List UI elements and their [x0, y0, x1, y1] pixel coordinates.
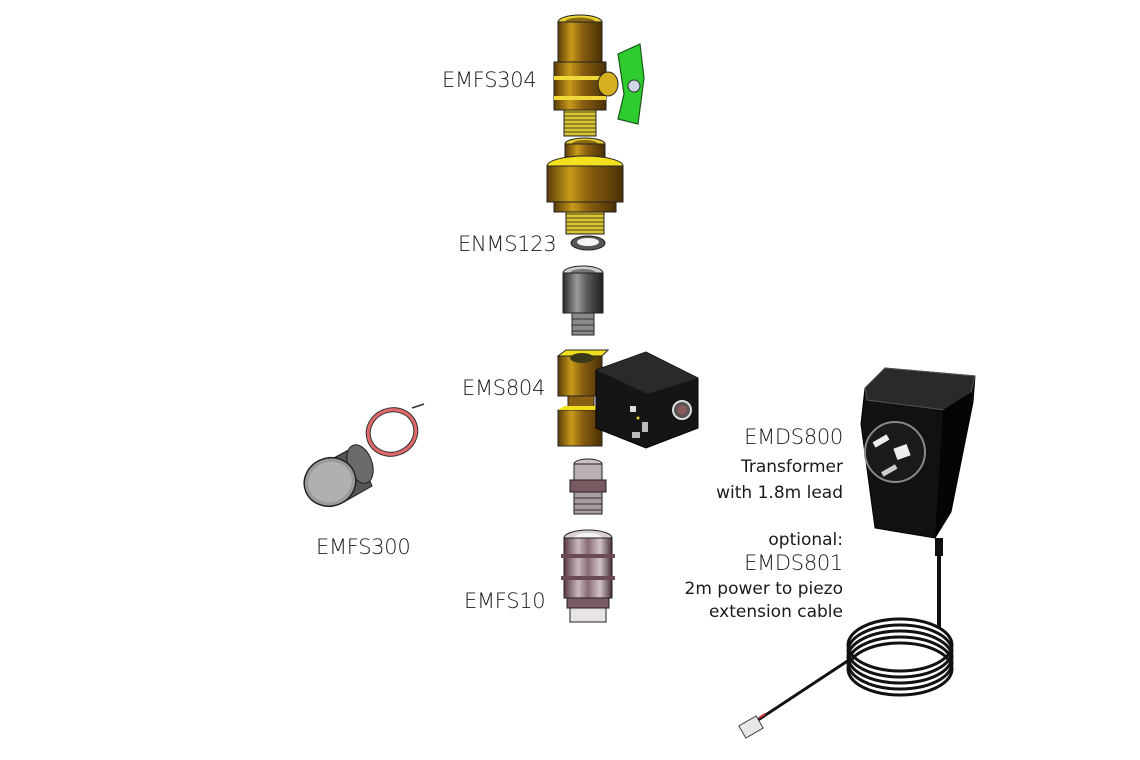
label-emfs304: EMFS304 — [442, 68, 537, 92]
steel-adapter-icon — [562, 265, 604, 336]
label-emfs10: EMFS10 — [464, 589, 546, 613]
washer-icon — [570, 235, 606, 251]
extension-desc-line1: 2m power to piezo — [684, 579, 844, 599]
solenoid-valve-icon — [556, 349, 699, 449]
transformer-icon — [738, 367, 976, 739]
flow-fitting-icon — [561, 529, 615, 623]
union-fitting-icon — [546, 137, 624, 235]
transformer-desc-line1: Transformer — [740, 457, 843, 477]
nipple-fitting-icon — [569, 458, 607, 515]
filter-screen-icon — [303, 403, 425, 507]
label-emds800: EMDS800 — [744, 425, 843, 449]
label-enms123: ENMS123 — [458, 232, 557, 256]
ball-valve-icon — [553, 14, 645, 137]
label-emfs300: EMFS300 — [316, 535, 411, 559]
transformer-desc-line2: with 1.8m lead — [716, 483, 843, 503]
label-emds801: EMDS801 — [744, 551, 843, 575]
optional-label: optional: — [768, 530, 843, 550]
label-ems804: EMS804 — [462, 376, 545, 400]
extension-desc-line2: extension cable — [708, 602, 843, 622]
